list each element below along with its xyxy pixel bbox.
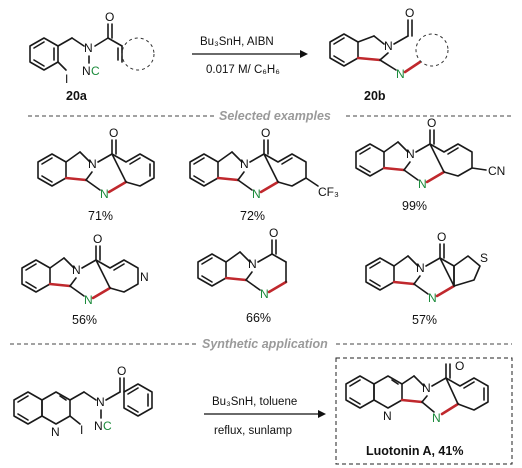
- svg-text:N: N: [406, 147, 415, 161]
- svg-text:N: N: [432, 411, 441, 425]
- conditions-bottom-1: 0.017 M/ C₆H₆: [206, 64, 280, 76]
- svg-text:N: N: [72, 263, 81, 277]
- product-box: [335, 357, 513, 465]
- reaction-arrow-2: Bu₃SnH, toluene reflux, sunlamp: [204, 396, 326, 437]
- yield-label: 57%: [412, 313, 437, 327]
- compound-label-20a: 20a: [66, 89, 88, 103]
- atom-n-ring: N: [396, 67, 405, 81]
- svg-text:O: O: [261, 126, 270, 140]
- atom-oxygen: O: [405, 6, 414, 20]
- example-5: N O N 66%: [197, 226, 288, 325]
- example-2: N O N CF₃ 72%: [189, 126, 339, 223]
- conditions-top-2: Bu₃SnH, toluene: [212, 396, 297, 408]
- reaction-arrow-1: Bu₃SnH, AIBN 0.017 M/ C₆H₆: [192, 36, 308, 76]
- svg-text:N: N: [248, 257, 257, 271]
- svg-text:N: N: [94, 419, 103, 433]
- svg-text:N: N: [96, 395, 105, 409]
- svg-text:N: N: [252, 187, 261, 201]
- atom-iodine: I: [65, 72, 68, 86]
- conditions-bottom-2: reflux, sunlamp: [214, 425, 292, 437]
- yield-label: 56%: [72, 313, 97, 327]
- conditions-top-1: Bu₃SnH, AIBN: [200, 36, 274, 48]
- example-1: N O N 71%: [37, 126, 155, 223]
- svg-text:N: N: [51, 425, 60, 439]
- product-20b: N O N 20b: [329, 6, 449, 103]
- svg-text:O: O: [455, 359, 464, 373]
- svg-text:N: N: [418, 177, 427, 191]
- example-6: N O N S 57%: [365, 230, 488, 327]
- svg-text:O: O: [269, 226, 278, 240]
- yield-label: 72%: [240, 209, 265, 223]
- atom-sulfur: S: [480, 251, 488, 265]
- svg-text:N: N: [100, 187, 109, 201]
- section-heading-examples: Selected examples: [219, 109, 331, 123]
- svg-text:N: N: [422, 381, 431, 395]
- atom-c-cn: C: [91, 64, 100, 78]
- svg-text:I: I: [80, 423, 83, 437]
- luotonin-a-product: N N O N Luotonin A, 41%: [345, 359, 489, 458]
- example-3: N O N CN 99%: [355, 116, 505, 213]
- atom-oxygen: O: [105, 10, 114, 24]
- svg-text:N: N: [140, 270, 149, 284]
- product-label-luotonin-a: Luotonin A, 41%: [366, 444, 463, 458]
- svg-text:N: N: [428, 291, 437, 305]
- quinoline-starting-material: N I N N C O: [13, 364, 153, 439]
- compound-label-20b: 20b: [364, 89, 386, 103]
- starting-material-20a: N N C I O 20a: [29, 10, 155, 103]
- svg-text:N: N: [260, 287, 269, 301]
- atom-n: N: [384, 39, 393, 53]
- example-4: N O N N 56%: [21, 232, 149, 327]
- svg-text:O: O: [117, 364, 126, 378]
- svg-text:O: O: [437, 230, 446, 244]
- atom-cn: N: [82, 64, 91, 78]
- section-heading-application: Synthetic application: [202, 337, 328, 351]
- substituent-cf3: CF₃: [318, 185, 339, 199]
- svg-text:N: N: [416, 261, 425, 275]
- svg-text:O: O: [427, 116, 436, 130]
- yield-label: 99%: [402, 199, 427, 213]
- svg-text:O: O: [109, 126, 118, 140]
- svg-text:O: O: [93, 232, 102, 246]
- svg-text:C: C: [103, 419, 112, 433]
- svg-text:N: N: [84, 293, 93, 307]
- atom-n: N: [84, 41, 93, 55]
- yield-label: 71%: [88, 209, 113, 223]
- substituent-cn: CN: [488, 164, 505, 178]
- svg-text:N: N: [383, 409, 392, 423]
- svg-text:N: N: [88, 157, 97, 171]
- yield-label: 66%: [246, 311, 271, 325]
- svg-text:N: N: [240, 157, 249, 171]
